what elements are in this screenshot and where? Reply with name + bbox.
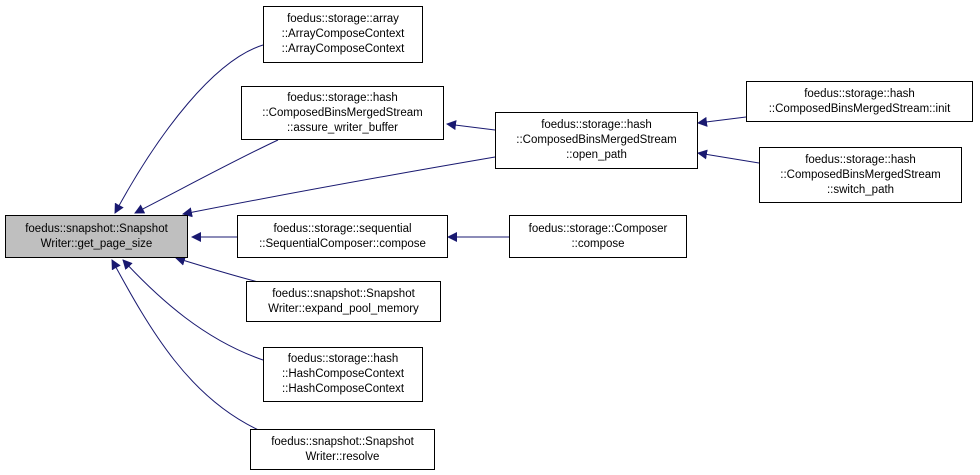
- node-label-line: foedus::storage::hash: [287, 91, 398, 104]
- edge-init-to-open-path: [697, 116, 747, 127]
- node-open-path[interactable]: foedus::storage::hash ::ComposedBinsMerg…: [495, 112, 698, 169]
- node-label-line: ::ComposedBinsMergedStream: [262, 106, 423, 119]
- node-resolve[interactable]: foedus::snapshot::Snapshot Writer::resol…: [250, 429, 435, 470]
- node-hash-compose-context[interactable]: foedus::storage::hash ::HashComposeConte…: [263, 347, 423, 402]
- edge-expand-pool-memory-to-get-page-size: [175, 255, 263, 284]
- edge-resolve-to-get-page-size: [111, 259, 264, 433]
- node-label-line: Writer::get_page_size: [40, 237, 153, 250]
- node-label-line: foedus::storage::hash: [287, 353, 399, 365]
- node-label-line: ::ComposedBinsMergedStream::init: [768, 102, 951, 115]
- node-label-line: foedus::storage::hash: [541, 119, 652, 131]
- node-label-line: foedus::storage::Composer: [528, 222, 668, 235]
- node-label-line: ::assure_writer_buffer: [286, 121, 398, 134]
- node-switch-path[interactable]: foedus::storage::hash ::ComposedBinsMerg…: [759, 147, 962, 203]
- node-label-line: foedus::storage::hash: [805, 153, 916, 166]
- node-get-page-size: foedus::snapshot::Snapshot Writer::get_p…: [5, 215, 188, 258]
- node-label-line: foedus::snapshot::Snapshot: [25, 222, 168, 235]
- node-label-line: Writer::expand_pool_memory: [268, 302, 419, 315]
- node-label-line: ::compose: [571, 237, 625, 250]
- node-sequential-compose[interactable]: foedus::storage::sequential ::Sequential…: [237, 215, 448, 258]
- edge-open-path-to-assure-writer-buffer: [446, 120, 496, 131]
- node-label-line: ::HashComposeContext: [281, 368, 405, 380]
- edge-switch-path-to-open-path: [697, 149, 760, 164]
- node-label-line: ::SequentialComposer::compose: [259, 237, 426, 250]
- node-label-line: ::ArrayComposeContext: [281, 28, 405, 40]
- edge-open-path-to-get-page-size: [182, 156, 496, 218]
- node-label-line: foedus::storage::array: [287, 13, 399, 25]
- node-expand-pool-memory[interactable]: foedus::snapshot::Snapshot Writer::expan…: [246, 281, 441, 322]
- node-array-compose-context[interactable]: foedus::storage::array ::ArrayComposeCon…: [263, 6, 423, 63]
- node-label-line: ::ComposedBinsMergedStream: [516, 134, 677, 146]
- node-init[interactable]: foedus::storage::hash ::ComposedBinsMerg…: [746, 81, 973, 122]
- edge-assure-writer-buffer-to-get-page-size: [134, 139, 279, 214]
- node-label-line: foedus::storage::sequential: [273, 222, 412, 235]
- edge-hash-ctx-to-get-page-size: [122, 259, 264, 361]
- node-label-line: foedus::snapshot::Snapshot: [272, 287, 415, 300]
- node-composer-compose[interactable]: foedus::storage::Composer ::compose: [509, 215, 687, 258]
- node-label-line: ::ComposedBinsMergedStream: [780, 168, 941, 181]
- node-label-line: ::HashComposeContext: [281, 383, 405, 395]
- node-label-line: ::ArrayComposeContext: [281, 43, 405, 55]
- node-label-line: foedus::storage::hash: [804, 87, 915, 100]
- node-label-line: Writer::resolve: [305, 450, 380, 463]
- node-label-line: ::switch_path: [826, 183, 895, 196]
- node-assure-writer-buffer[interactable]: foedus::storage::hash ::ComposedBinsMerg…: [241, 86, 444, 140]
- node-label-line: foedus::snapshot::Snapshot: [271, 435, 414, 448]
- edge-array-ctx-to-get-page-size: [114, 44, 264, 214]
- node-label-line: ::open_path: [566, 149, 627, 161]
